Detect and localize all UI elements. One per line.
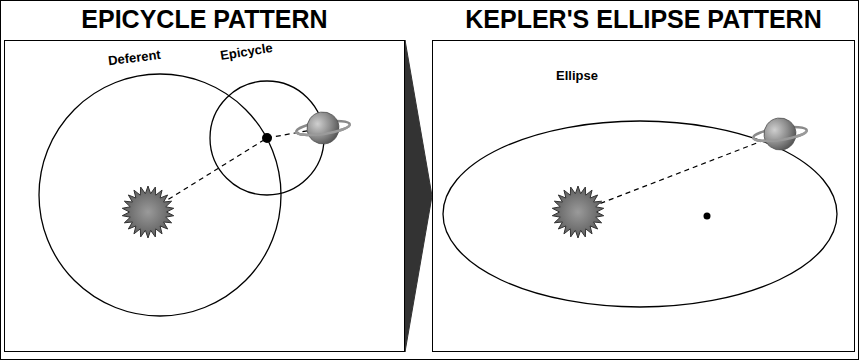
panel-box: EPICYCLE PATTERN xyxy=(4,40,405,352)
panel-box: KEPLER'S ELLIPSE PATTERN xyxy=(432,40,855,352)
epicycle-center-dot xyxy=(262,133,272,143)
orbit-label: Epicycle xyxy=(219,40,273,63)
panel-heading: KEPLER'S ELLIPSE PATTERN xyxy=(433,4,854,34)
sight-line xyxy=(168,138,267,199)
orbit-label: Deferent xyxy=(107,47,161,68)
planet-body xyxy=(305,110,341,146)
sun-symbol xyxy=(552,186,603,238)
planet-body xyxy=(762,116,798,152)
epicycle-circle xyxy=(210,81,324,195)
focus-dot xyxy=(704,213,711,220)
planet-ring xyxy=(296,124,350,137)
panel-heading: EPICYCLE PATTERN xyxy=(5,4,404,34)
orbit-label: Ellipse xyxy=(556,68,598,83)
planet-symbol xyxy=(751,114,809,153)
sight-line xyxy=(600,140,765,204)
transition-arrow xyxy=(405,40,432,352)
sun-symbol xyxy=(122,186,173,238)
deferent-circle xyxy=(39,74,281,316)
panel-heading-text: EPICYCLE PATTERN xyxy=(81,5,327,33)
planet-symbol xyxy=(294,108,352,147)
planet-ring xyxy=(753,130,807,143)
panel-heading-text: KEPLER'S ELLIPSE PATTERN xyxy=(465,5,821,33)
